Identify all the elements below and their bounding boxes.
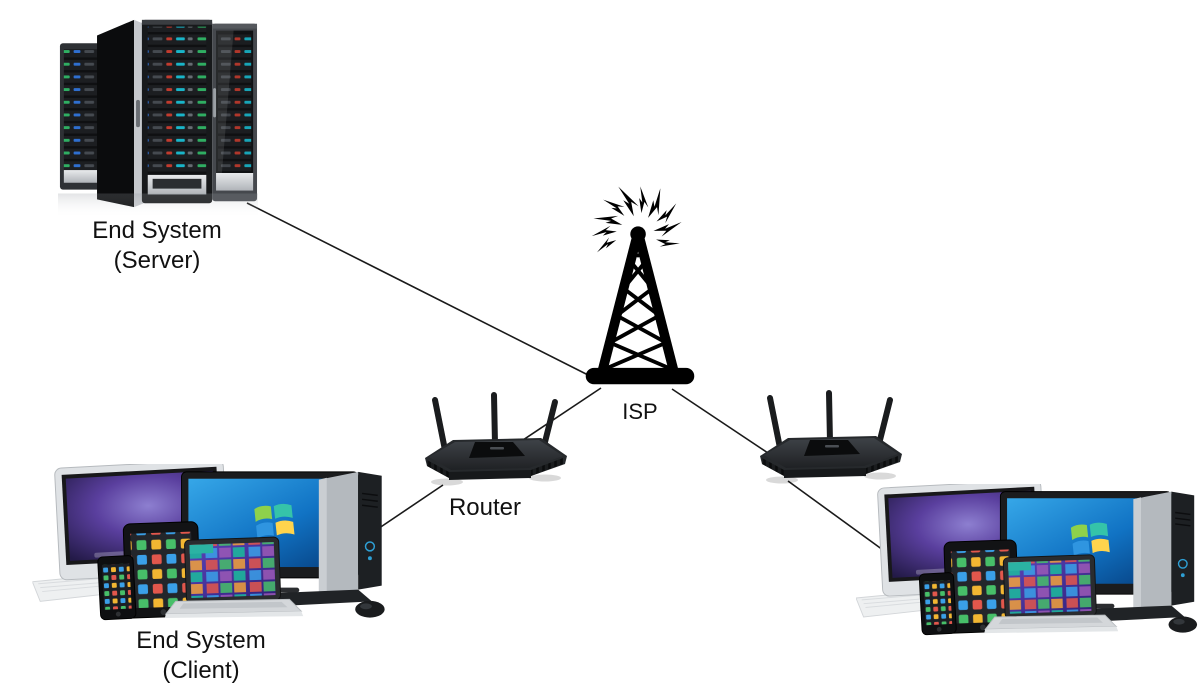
- server-label: End System (Server): [57, 216, 257, 276]
- isp-label: ISP: [622, 399, 658, 424]
- node-server: [58, 8, 258, 218]
- radio-tower-icon: [570, 176, 710, 394]
- connection-line-server-isp: [246, 202, 597, 380]
- router-label: Router: [448, 494, 522, 521]
- node-router-right: [750, 390, 910, 490]
- server-label-line2: (Server): [113, 247, 201, 274]
- client-devices-icon: [852, 484, 1202, 636]
- wireless-router-icon: [415, 392, 575, 492]
- connection-line-isp-router-right: [671, 388, 769, 454]
- wireless-router-icon: [750, 390, 910, 490]
- client-label: End System (Client): [101, 626, 301, 686]
- server-label-line1: End System: [92, 217, 222, 244]
- node-client-left: [28, 464, 390, 621]
- connection-line-router-right-client-right: [787, 480, 884, 551]
- node-isp: [570, 176, 710, 394]
- client-label-line2: (Client): [162, 657, 240, 684]
- client-label-line1: End System: [136, 627, 266, 654]
- server-rack-icon: [58, 8, 258, 218]
- node-router-left: [415, 392, 575, 492]
- node-client-right: [852, 484, 1202, 636]
- client-devices-icon: [28, 464, 390, 621]
